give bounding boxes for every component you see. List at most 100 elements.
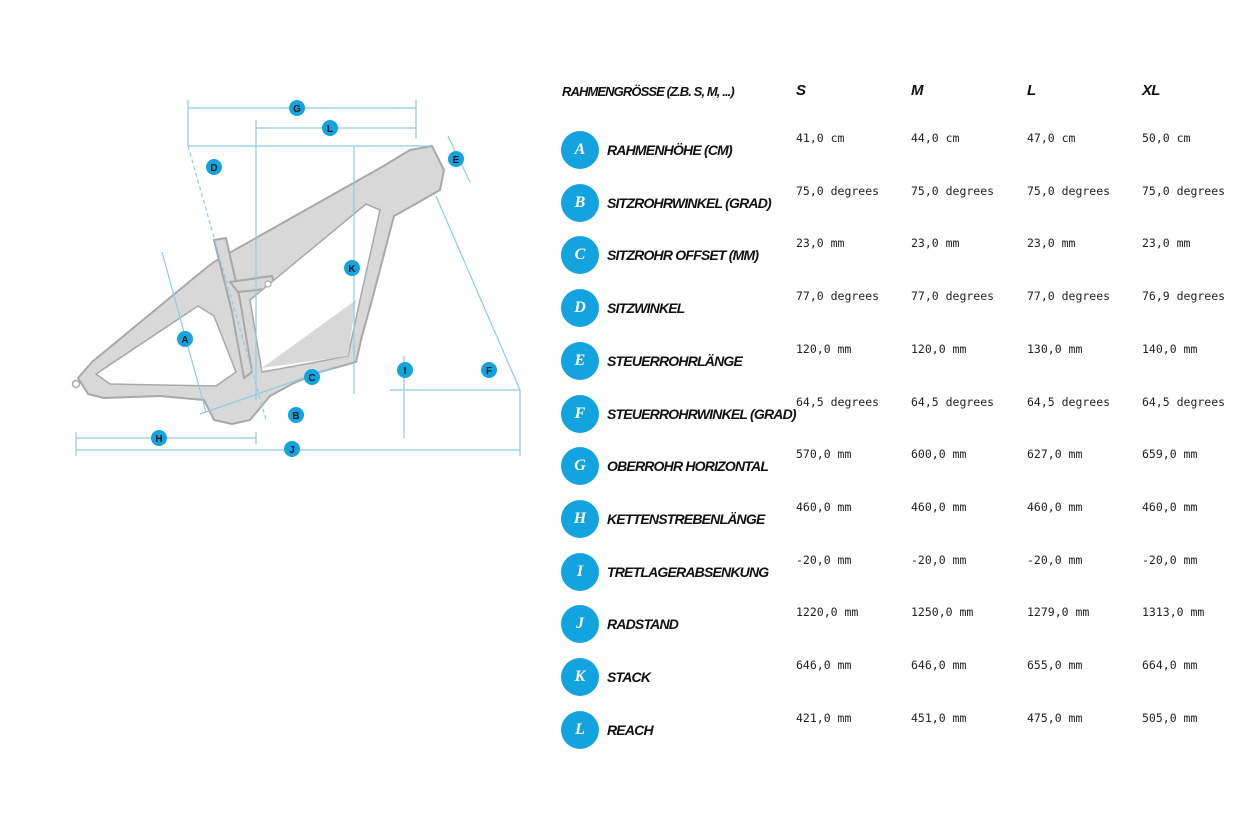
row-value-xl: 1313,0 mm: [1142, 605, 1205, 620]
row-value-s: 75,0 degrees: [796, 183, 880, 198]
row-value-m: 451,0 mm: [911, 710, 967, 725]
row-value-m: 120,0 mm: [911, 341, 967, 356]
row-label: TRETLAGERABSENKUNG: [607, 563, 769, 580]
row-value-xl: -20,0 mm: [1142, 552, 1198, 567]
row-value-s: 77,0 degrees: [796, 289, 880, 304]
marker-c: [304, 369, 320, 385]
row-value-xl: 664,0 mm: [1142, 658, 1198, 672]
rear-triangle-cutout: [94, 305, 237, 387]
row-value-s: 1220,0 mm: [796, 605, 859, 620]
row-value-xl: 75,0 degrees: [1142, 183, 1226, 198]
row-value-xl: 460,0 mm: [1142, 499, 1198, 514]
row-value-m: 460,0 mm: [911, 499, 967, 514]
row-value-l: 1279,0 mm: [1027, 605, 1090, 620]
marker-e-label: E: [453, 155, 460, 166]
row-label: KETTENSTREBENLÄNGE: [607, 510, 765, 527]
row-value-l: -20,0 mm: [1027, 552, 1083, 567]
marker-h-label: H: [155, 434, 162, 445]
row-value-l: 655,0 mm: [1027, 658, 1083, 672]
marker-f: [481, 362, 497, 378]
row-value-s: 646,0 mm: [796, 658, 852, 672]
marker-h: [151, 430, 167, 446]
marker-j: [284, 441, 300, 457]
row-value-l: 130,0 mm: [1027, 341, 1083, 356]
row-value-xl: 64,5 degrees: [1142, 394, 1226, 409]
marker-d-label: D: [210, 163, 217, 174]
bike-geometry-diagram: G L D E K A C I F B H J: [71, 100, 521, 457]
row-label: RADSTAND: [607, 616, 679, 633]
marker-l: [322, 120, 338, 136]
row-key-badge: D: [561, 289, 599, 328]
marker-e: [448, 151, 464, 167]
row-value-l: 23,0 mm: [1027, 236, 1076, 251]
table-row: C SITZROHR OFFSET (MM) 23,0 mm 23,0 mm 23,0 …: [0, 236, 1260, 286]
row-value-s: 120,0 mm: [796, 341, 852, 356]
row-value-l: 475,0 mm: [1027, 710, 1083, 725]
row-value-s: 570,0 mm: [796, 447, 852, 462]
table-row: D SITZWINKEL 77,0 degrees 77,0 degrees 77,0 …: [0, 289, 1260, 339]
row-key-badge: B: [561, 183, 599, 222]
row-value-m: 64,5 degrees: [911, 394, 995, 409]
row-value-m: 646,0 mm: [911, 658, 967, 672]
marker-a-label: A: [181, 335, 188, 346]
row-value-xl: 76,9 degrees: [1142, 289, 1226, 304]
row-value-m: 77,0 degrees: [911, 289, 995, 304]
row-value-s: 421,0 mm: [796, 710, 852, 725]
marker-l-label: L: [327, 124, 333, 135]
table-row: H KETTENSTREBENLÄNGE 460,0 mm 460,0 mm 460,0…: [0, 499, 1260, 550]
row-label: STEUERROHRWINKEL (GRAD): [607, 405, 797, 422]
row-value-xl: 140,0 mm: [1142, 341, 1198, 356]
row-label: OBERROHR HORIZONTAL: [607, 458, 769, 475]
marker-b: [288, 407, 304, 423]
table-row: B SITZROHRWINKEL (GRAD) 75,0 degrees 75,0 d…: [0, 183, 1260, 234]
row-label: SITZWINKEL: [607, 300, 685, 317]
row-label: STEUERROHRLÄNGE: [607, 352, 743, 369]
row-value-l: 47,0 cm: [1027, 131, 1076, 145]
header-frame-size: RAHMENGRÖSSE (Z.B. S, M, ...): [562, 84, 735, 99]
row-value-l: 77,0 degrees: [1027, 289, 1111, 304]
row-key-badge: K: [561, 658, 599, 696]
marker-a: [177, 331, 193, 347]
row-value-l: 627,0 mm: [1027, 447, 1083, 462]
marker-g: [289, 100, 305, 116]
row-value-m: 600,0 mm: [911, 447, 967, 462]
row-value-xl: 505,0 mm: [1142, 710, 1198, 725]
marker-i: [397, 362, 413, 378]
row-value-m: 44,0 cm: [911, 131, 960, 145]
rear-axle: [71, 379, 81, 389]
row-value-l: 460,0 mm: [1027, 499, 1083, 514]
row-label: SITZROHR OFFSET (MM): [607, 247, 759, 264]
header-size-s: S: [796, 82, 806, 99]
marker-k-label: K: [348, 264, 356, 275]
row-value-l: 64,5 degrees: [1027, 394, 1111, 409]
table-row: E STEUERROHRLÄNGE 120,0 mm 120,0 mm 130,0 mm…: [0, 341, 1260, 392]
dimension-markers: G L D E K A C I F B H J: [151, 100, 497, 457]
row-key-badge: E: [561, 341, 599, 380]
row-key-badge: L: [561, 710, 599, 749]
marker-f-label: F: [486, 366, 492, 377]
marker-i-label: I: [404, 366, 407, 377]
row-value-l: 75,0 degrees: [1027, 183, 1111, 198]
marker-d: [206, 159, 222, 175]
header-size-m: M: [911, 82, 923, 99]
row-key-badge: H: [561, 499, 599, 538]
marker-c-label: C: [308, 373, 315, 384]
row-label: REACH: [607, 721, 654, 738]
row-label: SITZROHRWINKEL (GRAD): [607, 194, 772, 211]
row-value-m: 23,0 mm: [911, 236, 960, 251]
row-key-badge: C: [561, 236, 599, 275]
header-size-xl: XL: [1142, 82, 1160, 99]
row-value-xl: 23,0 mm: [1142, 236, 1191, 251]
row-value-s: -20,0 mm: [796, 552, 852, 567]
row-value-s: 64,5 degrees: [796, 394, 880, 409]
row-value-s: 41,0 cm: [796, 131, 845, 145]
header-size-l: L: [1027, 82, 1036, 99]
table-row: L REACH 421,0 mm 451,0 mm 475,0 mm 505,0 mm: [0, 710, 1260, 761]
row-value-m: 1250,0 mm: [911, 605, 974, 620]
bike-frame: [71, 145, 445, 425]
